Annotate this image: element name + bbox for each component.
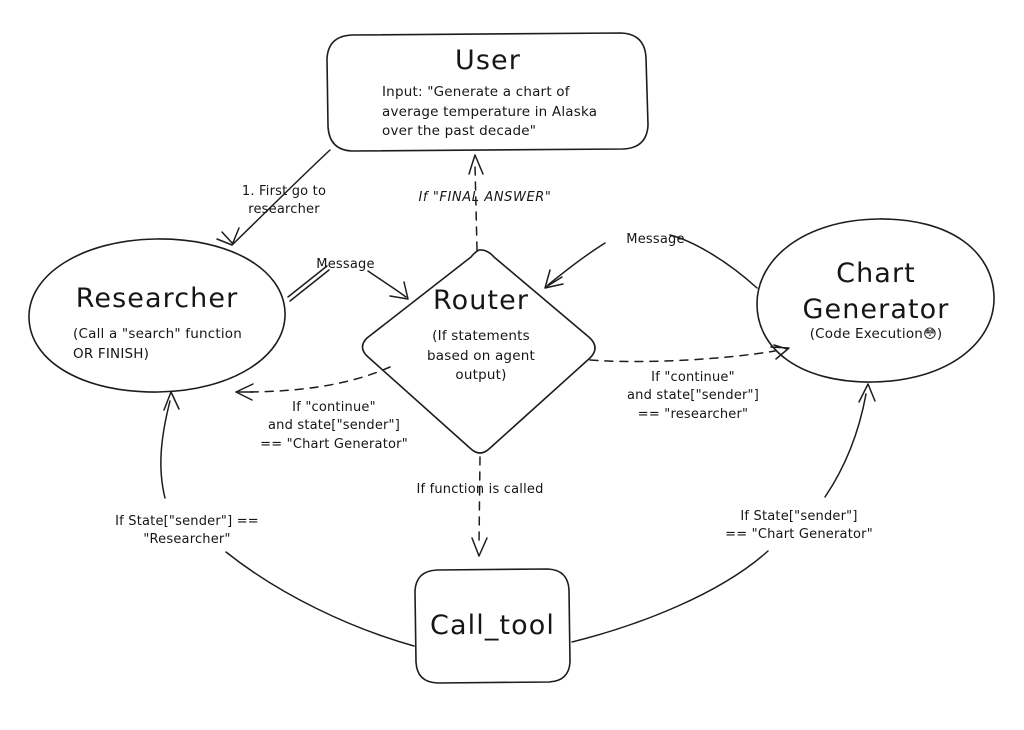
edge-call-tool-to-chart-arrowhead	[858, 383, 876, 403]
edge-router-to-call-tool-arrowhead	[471, 537, 488, 557]
edge-researcher-to-router-tail	[367, 270, 407, 298]
chart-generator-subtitle-tail: )	[936, 326, 943, 342]
edge-label-researcher-to-router: Message	[316, 257, 375, 272]
edge-router-to-chart-researcher	[249, 366, 391, 393]
edge-label-router-to-chart: If "continue" and state["sender"] == "re…	[626, 370, 760, 422]
edge-researcher-to-router	[287, 265, 328, 298]
edge-label-chart-to-router: Message	[626, 232, 685, 247]
edge-chart-to-router	[669, 234, 758, 289]
edge-user-to-researcher	[231, 149, 331, 246]
node-user-title: User	[455, 45, 521, 76]
node-chart-generator-shape[interactable]	[756, 218, 995, 383]
node-chart-generator-title: Chart Generator	[802, 258, 950, 325]
node-user-shape[interactable]	[326, 32, 649, 152]
edge-router-to-chart	[589, 350, 776, 363]
edge-researcher-to-router-2	[289, 269, 330, 302]
chart-generator-subtitle-text: (Code Execution	[809, 326, 924, 342]
edge-label-call-tool-to-chart: If State["sender"] == "Chart Generator"	[725, 509, 873, 543]
node-router-title: Router	[432, 285, 530, 316]
node-chart-generator-subtitle: (Code Execution😳)	[757, 325, 995, 345]
node-researcher-shape[interactable]	[28, 238, 286, 393]
edge-researcher-to-router-arrowhead	[389, 281, 409, 300]
edge-call-tool-to-researcher-arrowhead	[163, 391, 180, 411]
node-call-tool-shape[interactable]	[414, 568, 571, 684]
node-researcher-title: Researcher	[75, 283, 239, 314]
edge-router-to-user-arrowhead	[468, 154, 484, 175]
edge-label-router-to-call-tool: If function is called	[416, 482, 544, 497]
edge-user-to-researcher-arrowhead	[216, 227, 240, 246]
edge-call-tool-to-chart-tail	[824, 393, 867, 498]
edge-chart-to-router-tail	[547, 242, 606, 286]
node-user-subtitle: Input: "Generate a chart of average temp…	[382, 84, 598, 140]
edge-call-tool-to-chart	[571, 550, 769, 643]
edge-chart-to-router-arrowhead	[544, 269, 564, 289]
node-router-subtitle: (If statements based on agent output)	[427, 328, 535, 384]
edge-label-call-tool-to-researcher: If State["sender"] == "Researcher"	[115, 514, 259, 548]
node-researcher-subtitle: (Call a "search" function OR FINISH)	[73, 326, 243, 362]
edge-label-router-to-researcher: If "continue" and state["sender"] == "Ch…	[260, 400, 408, 452]
flushed-face-icon: 😳	[923, 327, 937, 342]
edge-call-tool-to-researcher	[225, 551, 415, 647]
edge-call-tool-to-researcher-tail	[160, 400, 171, 499]
edge-label-user-to-researcher: 1. First go to researcher	[241, 184, 327, 218]
edge-router-to-user	[474, 164, 478, 251]
edge-router-to-researcher-arrowhead	[235, 383, 254, 401]
edge-label-router-to-user: If "FINAL ANSWER"	[418, 190, 552, 205]
edge-router-to-chart-arrowhead	[770, 344, 790, 360]
node-router-shape[interactable]	[361, 249, 596, 454]
node-call-tool-title: Call_tool	[430, 610, 555, 641]
edge-router-to-call-tool	[478, 456, 481, 546]
